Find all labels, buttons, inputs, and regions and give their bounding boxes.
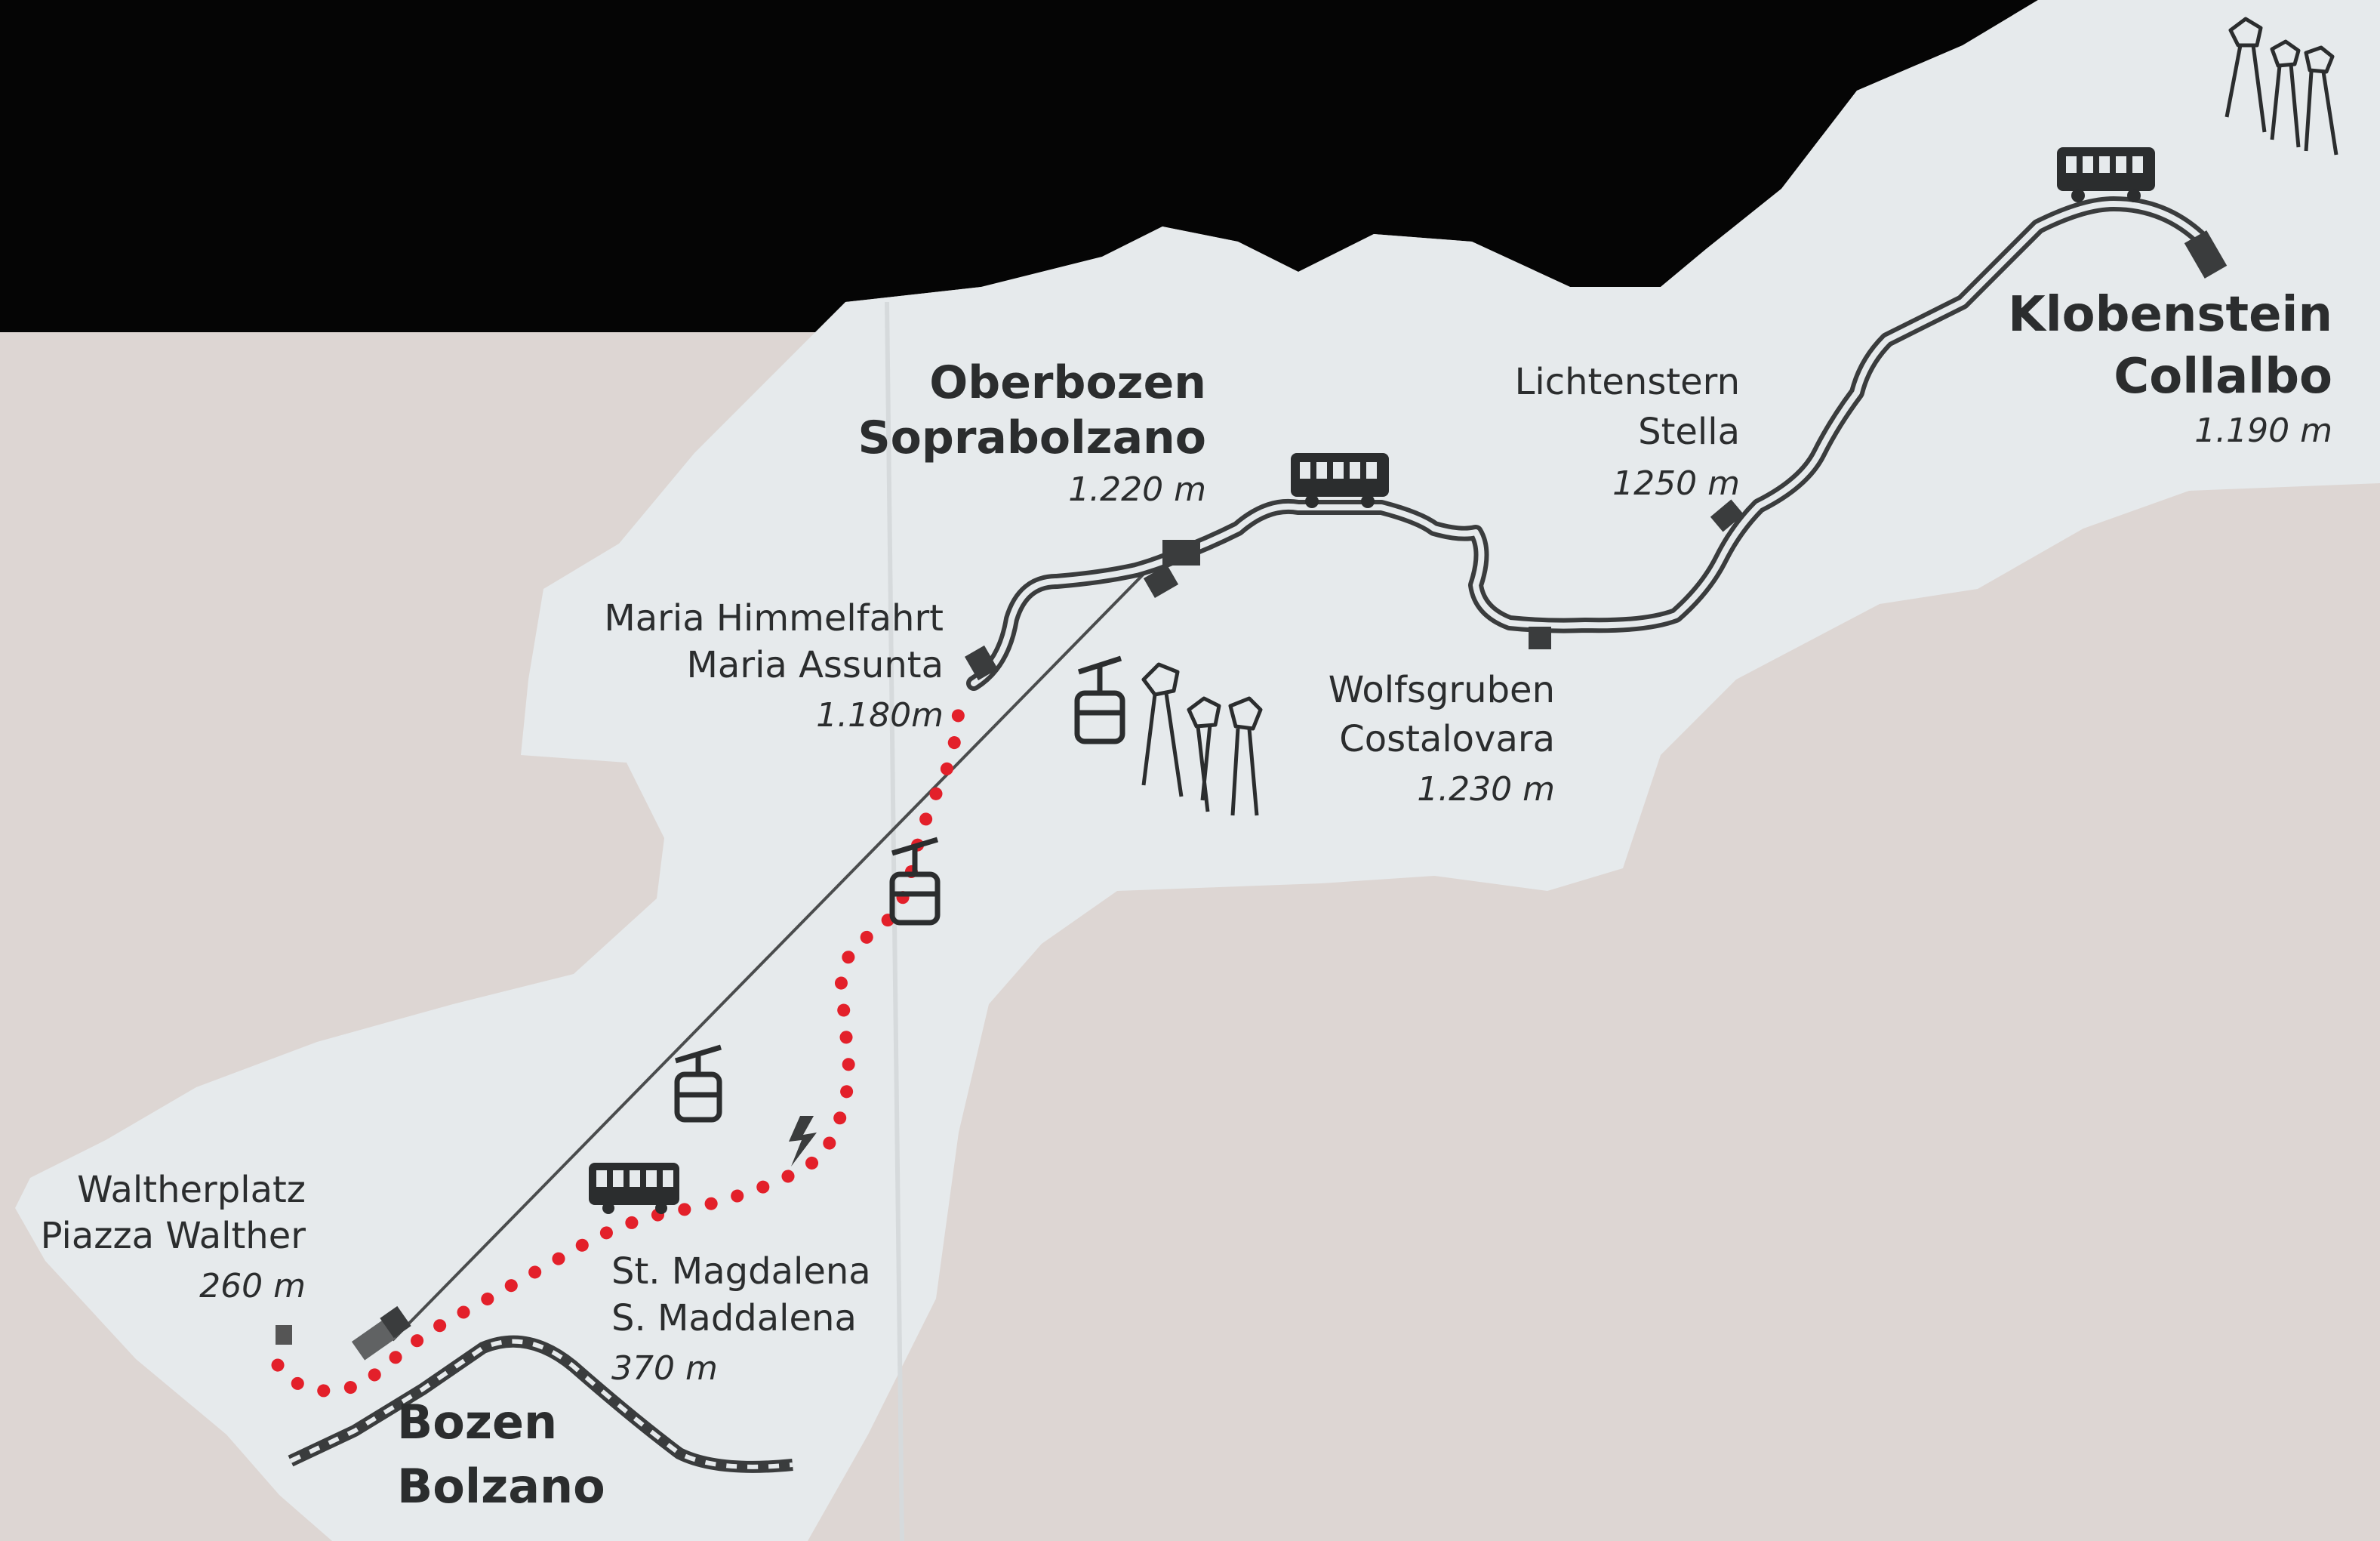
maria-himmelfahrt-name-de: Maria Himmelfahrt: [604, 597, 944, 640]
oberbozen-name-de: Oberbozen: [929, 356, 1206, 409]
wolfsgruben-altitude: 1.230 m: [1417, 770, 1555, 809]
label-wolfsgruben: Wolfsgruben Costalovara 1.230 m: [1329, 669, 1555, 809]
waltherplatz-altitude: 260 m: [199, 1267, 306, 1305]
lichtenstern-name-de: Lichtenstern: [1515, 361, 1740, 403]
lichtenstern-altitude: 1250 m: [1612, 464, 1740, 503]
klobenstein-name-it: Collalbo: [2114, 349, 2332, 405]
label-klobenstein: Klobenstein Collalbo 1.190 m: [2008, 287, 2332, 450]
railway-track-icon: [288, 1335, 793, 1473]
cable-car-line: [391, 561, 1156, 1342]
lightning-icon: [789, 1116, 817, 1167]
klobenstein-name-de: Klobenstein: [2008, 287, 2332, 343]
st-magdalena-altitude: 370 m: [611, 1349, 718, 1388]
dark-top-band: [0, 0, 2038, 332]
tram-icon: [589, 147, 2155, 1214]
label-st-magdalena: St. Magdalena S. Maddalena 370 m: [611, 1250, 871, 1388]
maria-himmelfahrt-name-it: Maria Assunta: [687, 644, 944, 686]
label-lichtenstern: Lichtenstern Stella 1250 m: [1515, 361, 1740, 503]
lichtenstern-name-it: Stella: [1638, 411, 1740, 453]
oberbozen-altitude: 1.220 m: [1068, 470, 1206, 509]
st-magdalena-name-de: St. Magdalena: [611, 1250, 871, 1293]
st-magdalena-name-it: S. Maddalena: [611, 1297, 857, 1339]
label-bozen: Bozen Bolzano: [397, 1395, 605, 1514]
map-paper: [15, 0, 2380, 1541]
label-waltherplatz: Waltherplatz Piazza Walther 260 m: [41, 1169, 306, 1305]
waltherplatz-name-de: Waltherplatz: [77, 1169, 306, 1211]
wolfsgruben-name-de: Wolfsgruben: [1329, 669, 1555, 711]
walking-route: [271, 695, 965, 1398]
oberbozen-name-it: Soprabolzano: [857, 411, 1206, 464]
label-maria-himmelfahrt: Maria Himmelfahrt Maria Assunta 1.180m: [604, 597, 944, 735]
bozen-name-it: Bolzano: [397, 1459, 605, 1514]
station-marker-icon: [276, 230, 2228, 1361]
wolfsgruben-name-it: Costalovara: [1339, 718, 1555, 760]
bozen-name-de: Bozen: [397, 1395, 557, 1450]
earth-pyramids-icon: [1141, 17, 2338, 816]
label-oberbozen: Oberbozen Soprabolzano 1.220 m: [857, 356, 1206, 509]
maria-himmelfahrt-altitude: 1.180m: [816, 696, 944, 735]
cable-car-icon: [674, 655, 1125, 1123]
klobenstein-altitude: 1.190 m: [2194, 411, 2332, 450]
waltherplatz-name-it: Piazza Walther: [41, 1215, 306, 1257]
